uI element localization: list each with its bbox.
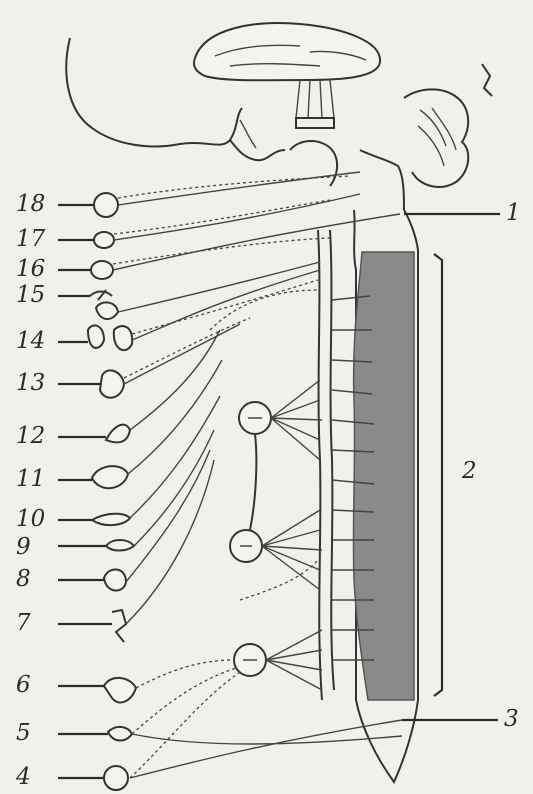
organ-shapes <box>88 193 136 790</box>
brainstem <box>290 141 404 210</box>
label-4: 4 <box>16 766 31 789</box>
cerebellum <box>194 23 380 128</box>
leafy-structure <box>404 64 492 187</box>
label-8: 8 <box>16 568 31 591</box>
ganglia <box>230 402 271 676</box>
label-12: 12 <box>16 425 45 448</box>
label-3: 3 <box>504 708 519 731</box>
label-9: 9 <box>16 536 31 559</box>
label-7: 7 <box>16 612 31 635</box>
spinal-cord <box>353 210 418 782</box>
label-5: 5 <box>16 722 31 745</box>
label-14: 14 <box>16 330 45 353</box>
label-17: 17 <box>16 228 45 251</box>
label-1: 1 <box>506 202 521 225</box>
label-13: 13 <box>16 372 45 395</box>
label-2: 2 <box>462 460 477 483</box>
label-15: 15 <box>16 284 45 307</box>
label-16: 16 <box>16 258 45 281</box>
label-18: 18 <box>16 193 45 216</box>
label-11: 11 <box>16 468 45 491</box>
label-6: 6 <box>16 674 31 697</box>
label-10: 10 <box>16 508 45 531</box>
sympathetic-chain <box>318 230 334 700</box>
